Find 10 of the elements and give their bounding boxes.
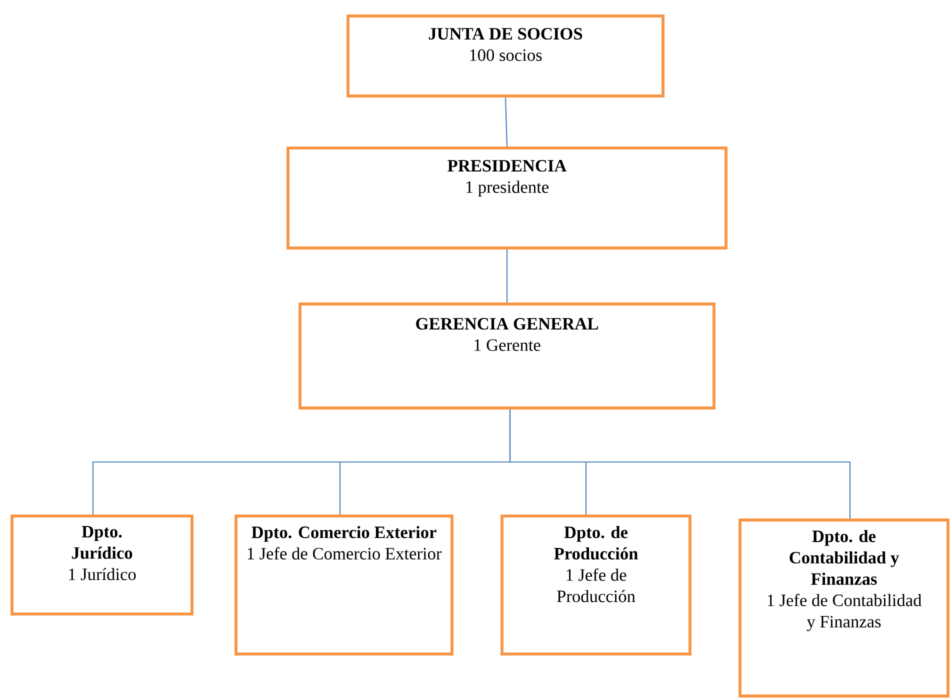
- org-box: Dpto. de Contabilidad y Finanzas 1 Jefe de Contabilidad y Finanzas: [738, 518, 950, 698]
- org-box: Dpto. Comercio Exterior 1 Jefe de Comercio Exterior: [234, 514, 454, 656]
- org-box: Dpto. Jurídico 1 Jurídico: [10, 514, 194, 616]
- connector-line: [506, 249, 508, 303]
- connector-line: [509, 409, 851, 519]
- org-box: PRESIDENCIA 1 presidente: [286, 146, 728, 250]
- connector-line: [504, 97, 508, 147]
- org-box: GERENCIA GENERAL 1 Gerente: [298, 302, 716, 410]
- org-box: Dpto. de Producción 1 Jefe de Producción: [500, 514, 692, 656]
- org-box: JUNTA DE SOCIOS 100 socios: [346, 14, 664, 98]
